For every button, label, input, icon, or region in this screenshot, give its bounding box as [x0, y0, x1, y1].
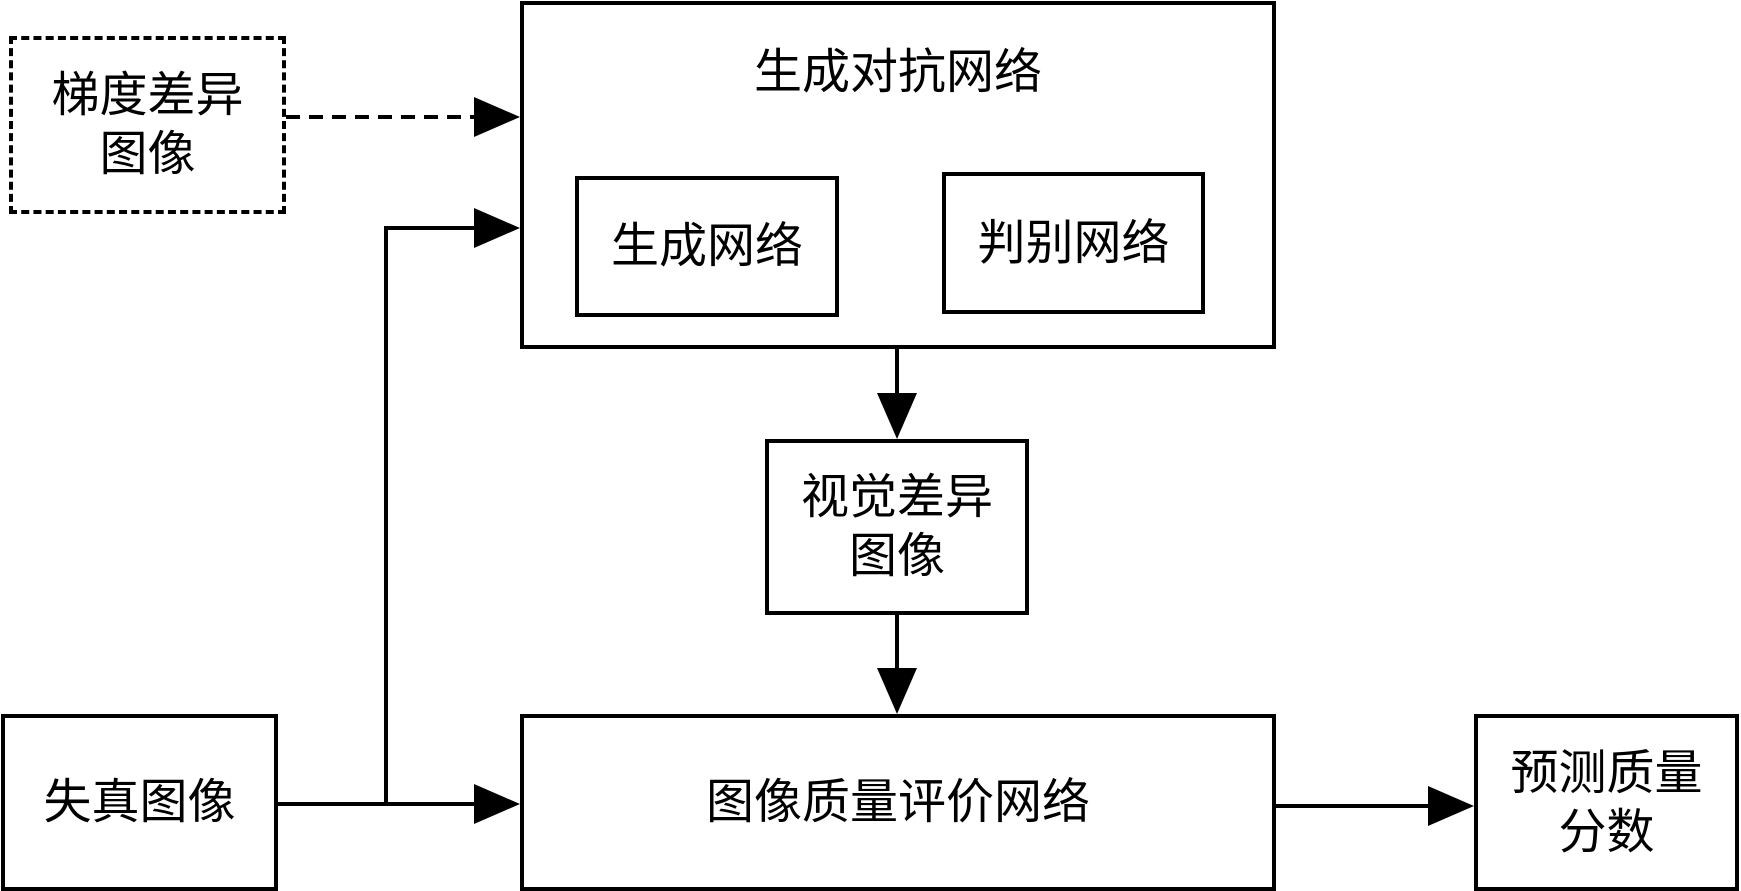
arrowhead-distorted-to-gan: [474, 208, 520, 248]
predicted-score-node: 预测质量 分数: [1474, 714, 1739, 891]
discriminator-label: 判别网络: [977, 214, 1170, 271]
generator-node: 生成网络: [575, 176, 839, 317]
arrowhead-gradient-to-gan: [474, 97, 520, 137]
iqa-network-node: 图像质量评价网络: [520, 714, 1276, 891]
gradient-diff-node: 梯度差异 图像: [9, 36, 286, 214]
gradient-diff-label: 梯度差异 图像: [51, 67, 244, 182]
visual-diff-node: 视觉差异 图像: [765, 439, 1029, 615]
arrowhead-iqa-to-score: [1428, 786, 1474, 826]
visual-diff-label: 视觉差异 图像: [800, 469, 993, 584]
generator-label: 生成网络: [610, 218, 803, 275]
predicted-score-label: 预测质量 分数: [1510, 744, 1703, 860]
arrowhead-visual-to-iqa: [877, 668, 917, 714]
iqa-network-label: 图像质量评价网络: [705, 774, 1090, 831]
distorted-image-node: 失真图像: [1, 714, 278, 891]
arrowhead-gan-to-visual: [877, 393, 917, 439]
gan-label: 生成对抗网络: [753, 44, 1042, 100]
discriminator-node: 判别网络: [942, 172, 1205, 314]
distorted-image-label: 失真图像: [43, 774, 236, 831]
edge-distorted-to-gan: [384, 226, 474, 804]
arrowhead-distorted-to-iqa: [474, 784, 520, 824]
